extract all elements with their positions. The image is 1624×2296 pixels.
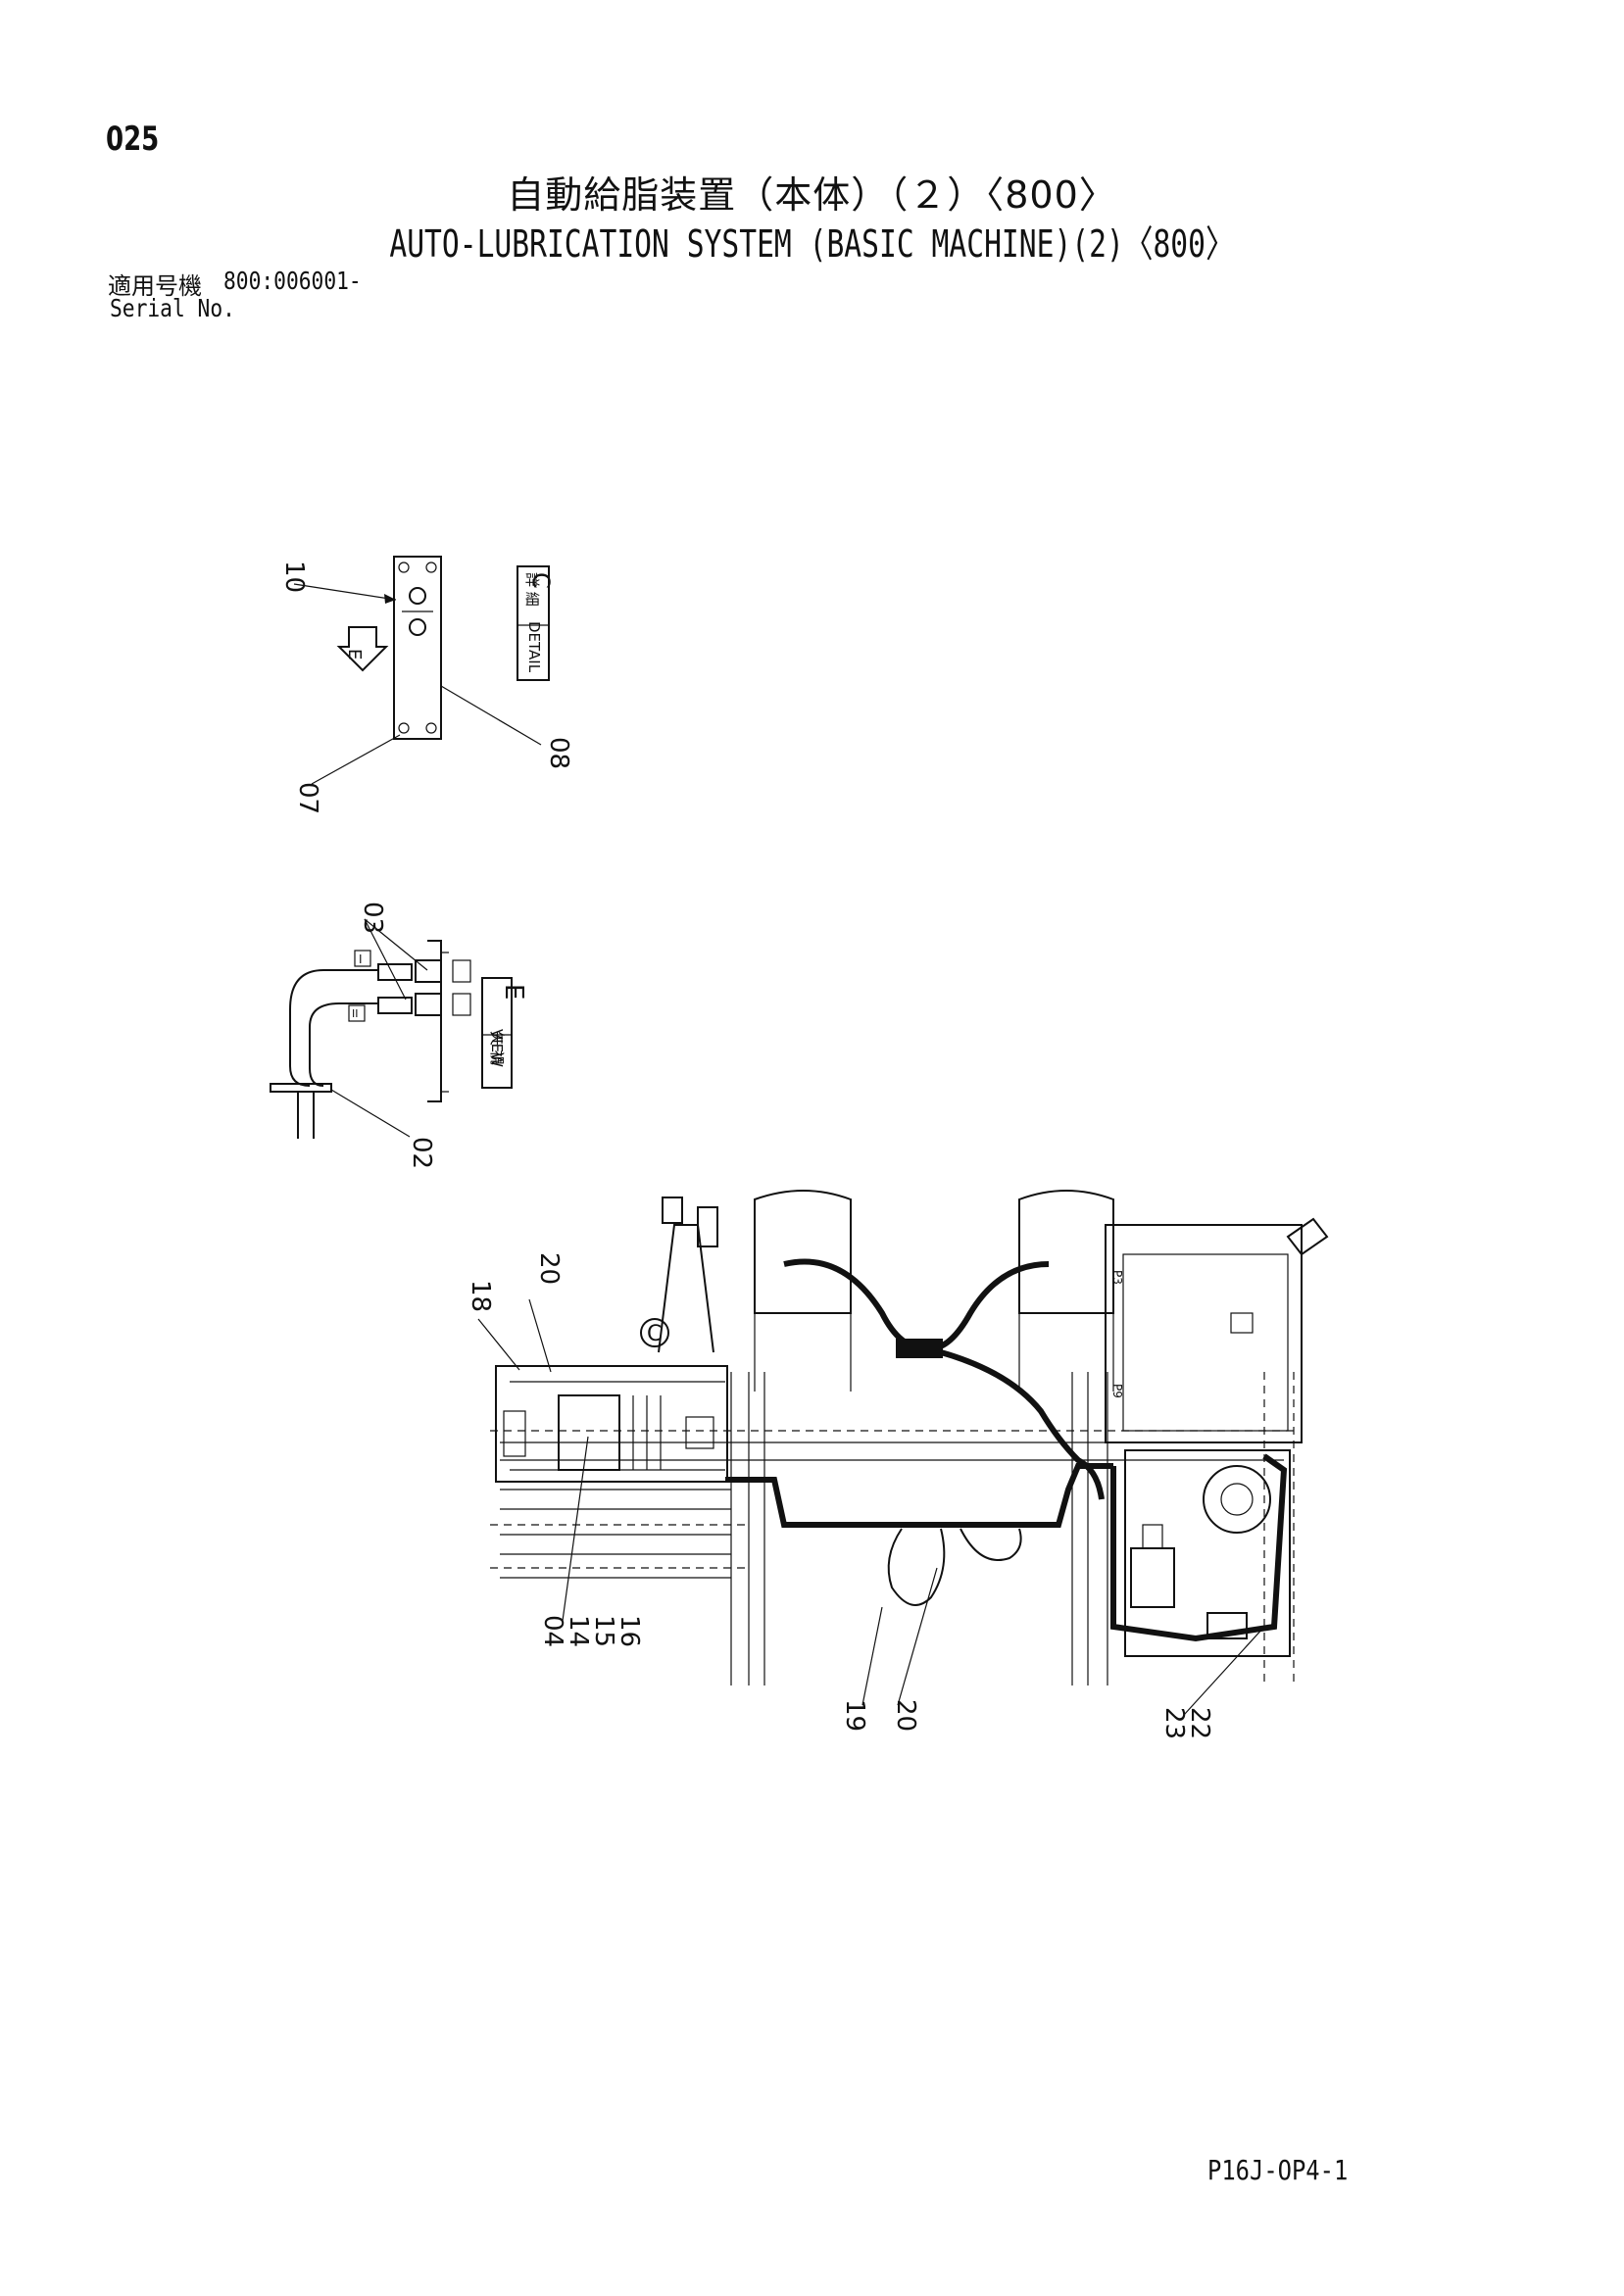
tag-bottom: II: [352, 1007, 359, 1020]
valve-spool: [558, 1394, 620, 1471]
grease-line: [725, 1463, 1113, 1528]
boom-foot: [754, 1190, 852, 1314]
grease-pump: [1130, 1547, 1175, 1608]
page-number: 025: [106, 120, 160, 159]
callout-19: 19: [840, 1699, 869, 1732]
callout-08: 08: [544, 737, 573, 769]
panel-tag-p9: P9: [1110, 1384, 1124, 1398]
box-screw: [398, 722, 410, 734]
pump-wheel: [1203, 1465, 1271, 1534]
callout-22: 22: [1185, 1707, 1214, 1739]
callout-04: 04: [538, 1615, 567, 1647]
filler-cap: [1286, 1217, 1329, 1256]
hose-loop: [887, 1528, 946, 1606]
grease-line: [783, 1258, 932, 1352]
callout-02: 02: [407, 1137, 436, 1169]
view-letter: E: [499, 984, 528, 1000]
detail-label-en: DETAIL: [525, 621, 543, 673]
control-lever: [658, 1224, 714, 1353]
boom-foot: [1018, 1190, 1114, 1314]
grease-hose: [289, 969, 378, 1087]
view-e: I II 矢 視 VIEW E 03 02: [270, 902, 528, 1169]
grease-line: [940, 1349, 1105, 1500]
fitting-nut: [377, 963, 413, 981]
switch-knob: [409, 618, 426, 636]
view-label-en: VIEW: [488, 1029, 506, 1067]
title-english: AUTO-LUBRICATION SYSTEM (BASIC MACHINE)(…: [389, 222, 1235, 266]
mount-bracket: [427, 940, 442, 1102]
distributor-block: [896, 1339, 943, 1358]
view-label-jp: 矢 視: [488, 1031, 506, 1065]
switch-box: [393, 556, 442, 740]
detail-label-jp: 詳 細: [523, 572, 541, 607]
box-screw: [425, 562, 437, 573]
callout-03: 03: [358, 902, 387, 934]
callout-23: 23: [1159, 1707, 1189, 1739]
view-arrow: [336, 626, 389, 672]
box-screw: [425, 722, 437, 734]
tag-top: I: [359, 953, 363, 966]
switch-knob: [409, 587, 426, 605]
callout-20-lower: 20: [891, 1699, 920, 1732]
grease-line: [1110, 1453, 1288, 1642]
callout-16: 16: [615, 1615, 644, 1647]
box-screw: [398, 562, 410, 573]
detail-label-box: [517, 565, 550, 681]
detail-c-marker: [640, 1318, 669, 1347]
drawing-code: P16J-OP4-1: [1207, 2154, 1349, 2186]
serial-label-japanese: 適用号機: [108, 272, 202, 300]
title-japanese: 自動給脂装置（本体）（２）〈800〉: [507, 173, 1117, 217]
fitting-nut: [377, 997, 413, 1014]
serial-label-english: Serial No.: [110, 294, 235, 322]
fitting: [415, 959, 442, 983]
callout-18: 18: [466, 1280, 495, 1312]
callout-07: 07: [293, 782, 322, 814]
grease-line: [930, 1261, 1050, 1351]
callout-14: 14: [564, 1615, 593, 1647]
fitting: [415, 993, 442, 1016]
view-label-box: [481, 977, 513, 1089]
arrow-label: E: [344, 649, 365, 659]
detail-c: E 詳 細 DETAIL C 10 08 07: [279, 556, 573, 814]
main-view: C P3 P9 18 20 04 14 15 16 19 20 23 22: [466, 1190, 1329, 1739]
serial-value: 800:006001-: [223, 267, 362, 295]
pump-compartment: [1124, 1449, 1291, 1657]
callout-15: 15: [589, 1615, 618, 1647]
callout-10: 10: [279, 561, 309, 593]
callout-20: 20: [534, 1252, 564, 1285]
detail-letter: C: [527, 572, 555, 589]
grease-hose: [309, 1002, 378, 1087]
panel-tag-p3: P3: [1110, 1270, 1124, 1285]
control-valve: [495, 1365, 728, 1483]
tank: [1105, 1224, 1303, 1443]
detail-c-marker-letter: C: [647, 1322, 662, 1346]
